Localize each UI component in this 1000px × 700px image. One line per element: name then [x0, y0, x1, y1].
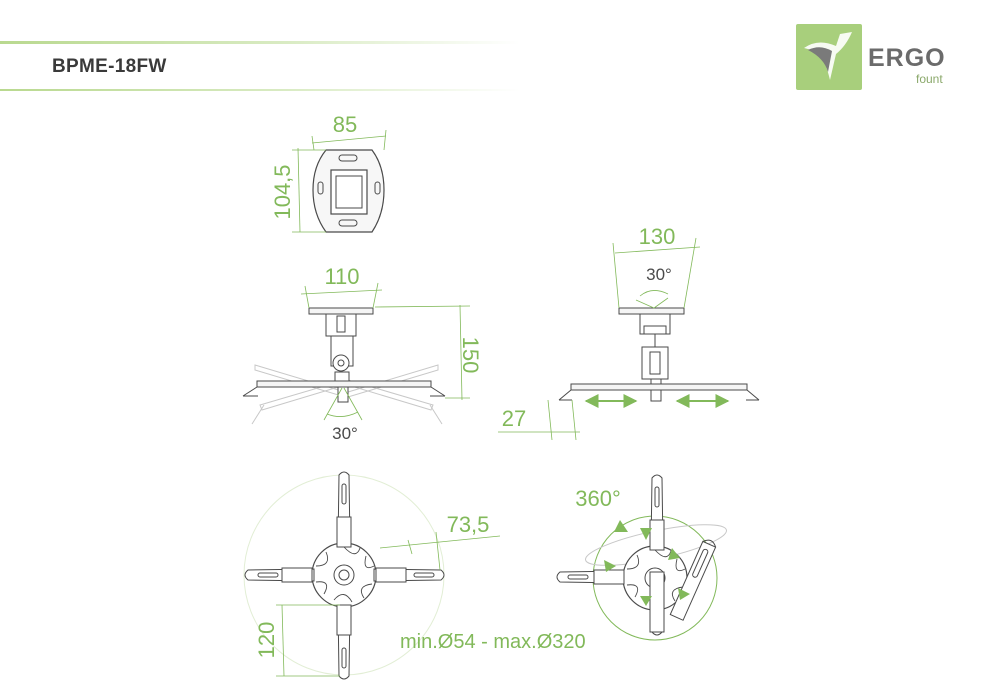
dim-front-tilt: 30° — [332, 424, 358, 443]
dim-side-offset: 27 — [502, 406, 526, 431]
brand-logo: ERGO fount — [796, 24, 966, 94]
dim-arm-spacing: 120 — [254, 622, 279, 659]
dim-range: min.Ø54 - max.Ø320 — [400, 631, 586, 653]
logo-subtext: fount — [916, 72, 943, 86]
logo-mark — [796, 24, 862, 90]
dim-front-height: 150 — [458, 337, 483, 374]
dim-side-width: 130 — [639, 224, 676, 249]
dim-side-tilt: 30° — [646, 265, 672, 284]
ceiling-plate-view: 85 104,5 — [270, 112, 387, 233]
model-title: BPME-18FW — [52, 56, 167, 77]
dim-rotation: 360° — [575, 486, 621, 511]
header-top-rule — [0, 41, 520, 44]
dim-plate-width: 85 — [333, 112, 357, 137]
front-view: 110 150 30° — [242, 264, 483, 443]
side-view: 130 30° 27 — [498, 224, 760, 441]
dim-front-width: 110 — [324, 264, 359, 289]
dim-plate-height: 104,5 — [270, 164, 295, 219]
logo-wordmark: ERGO — [868, 44, 946, 72]
bottom-view-rotation: 360° — [556, 474, 727, 641]
logo-swoosh-icon — [804, 32, 852, 80]
header-bottom-rule — [0, 89, 520, 91]
dim-arm-extension: 73,5 — [447, 512, 490, 537]
bottom-view-arms: 73,5 120 min.Ø54 - max.Ø320 — [243, 471, 586, 680]
